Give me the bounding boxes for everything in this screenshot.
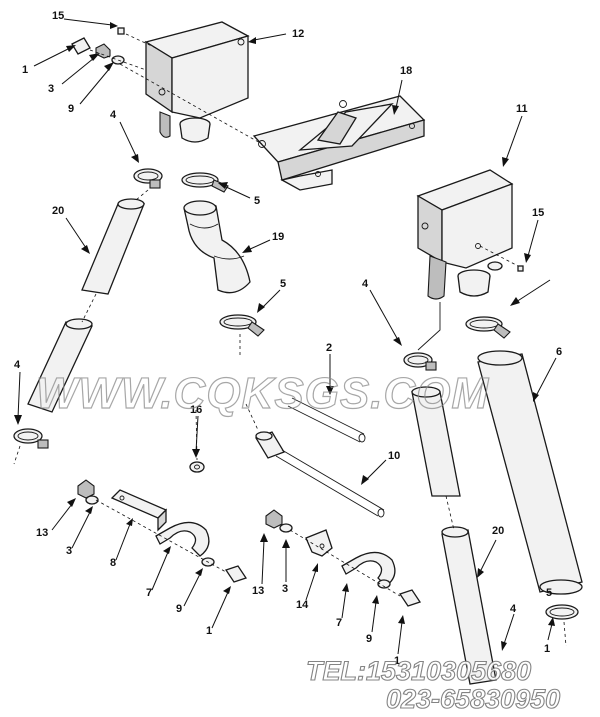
callout-3-middle: 3 xyxy=(282,583,288,595)
callout-5-bottom: 5 xyxy=(546,587,552,599)
part-12-muffler-box-left xyxy=(144,21,250,143)
callout-9-left: 9 xyxy=(176,603,182,615)
part-4-clamp-lower-left xyxy=(13,428,49,465)
callout-1-top: 1 xyxy=(22,64,28,76)
fasteners-top-left xyxy=(71,27,263,145)
leader-arrows xyxy=(14,18,557,655)
callout-19: 19 xyxy=(272,231,284,243)
callout-9-middle: 9 xyxy=(366,633,372,645)
bracket-assembly-middle xyxy=(265,509,422,607)
part-20-pipe-right xyxy=(411,386,497,685)
callout-7-left: 7 xyxy=(146,587,152,599)
callout-15-top: 15 xyxy=(52,10,64,22)
watermark-phone: 023-65830950 xyxy=(386,684,560,714)
part-5-clamp-right-upper xyxy=(465,316,511,339)
callout-20-left: 20 xyxy=(52,205,64,217)
callout-7-middle: 7 xyxy=(336,617,342,629)
watermark-site: WWW.CQKSGS.COM xyxy=(36,369,489,418)
part-20-pipe-left xyxy=(27,189,149,413)
part-4-clamp-right xyxy=(403,352,437,371)
part-5-clamp-upper xyxy=(181,172,229,193)
callout-1-middle: 1 xyxy=(394,655,400,667)
bracket-assembly-left xyxy=(77,479,248,583)
callout-12: 12 xyxy=(292,28,304,40)
callout-4-lower-left: 4 xyxy=(14,359,21,371)
callout-4-bottom: 4 xyxy=(510,603,517,615)
callout-10: 10 xyxy=(388,450,400,462)
callout-13-middle: 13 xyxy=(252,585,264,597)
callout-6: 6 xyxy=(556,346,562,358)
callout-20-right: 20 xyxy=(492,525,504,537)
part-19-elbow-pipe xyxy=(183,200,251,294)
callout-11: 11 xyxy=(516,103,528,115)
callout-16: 16 xyxy=(190,404,202,416)
callout-13-left: 13 xyxy=(36,527,48,539)
callout-2: 2 xyxy=(326,342,332,354)
part-10-rod-lower xyxy=(245,403,385,518)
watermark-tel: TEL:15310305680 xyxy=(306,656,531,686)
callout-3-left: 3 xyxy=(66,545,72,557)
callout-4-upper: 4 xyxy=(110,109,117,121)
part-18-bracket xyxy=(252,95,426,191)
part-6-long-pipe xyxy=(477,350,583,595)
hose-tether-right xyxy=(417,302,441,351)
callout-5-middle: 5 xyxy=(280,278,286,290)
callout-14: 14 xyxy=(296,599,309,611)
callout-1-bottom: 1 xyxy=(544,643,550,655)
part-4-clamp-upper-left xyxy=(133,168,163,189)
callout-4-right: 4 xyxy=(362,278,369,290)
callout-labels: 15 12 1 3 9 18 11 4 5 20 19 15 5 4 2 6 4… xyxy=(14,10,562,667)
part-2-rod-upper xyxy=(287,397,366,443)
callout-5-upper: 5 xyxy=(254,195,260,207)
part-5-clamp-middle xyxy=(219,314,265,356)
callout-15-right: 15 xyxy=(532,207,544,219)
part-5-clamp-right-lower xyxy=(545,604,579,647)
callout-3-top: 3 xyxy=(48,83,54,95)
callout-18: 18 xyxy=(400,65,412,77)
fastener-15-right xyxy=(479,245,524,272)
callout-9-top: 9 xyxy=(68,103,74,115)
callout-8: 8 xyxy=(110,557,116,569)
callout-1-left: 1 xyxy=(206,625,212,637)
part-11-muffler-box-right xyxy=(416,169,514,300)
